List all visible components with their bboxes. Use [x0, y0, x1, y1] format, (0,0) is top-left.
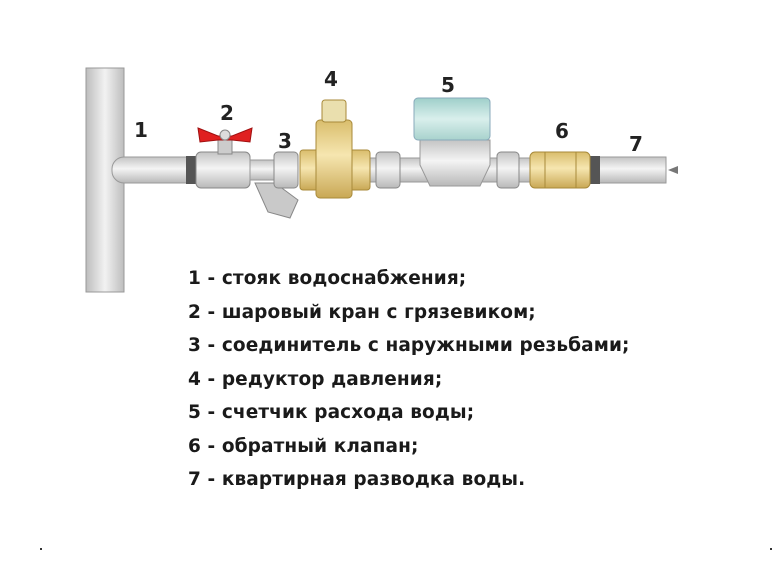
label-6: 6 [555, 119, 569, 143]
water-meter [413, 97, 491, 187]
legend-item: 5 - счетчик расхода воды; [188, 402, 475, 423]
pressure-reducer [299, 99, 371, 199]
legend-item: 6 - обратный клапан; [188, 435, 419, 457]
ball-valve [195, 127, 299, 219]
label-5: 5 [441, 73, 455, 97]
check-valve [529, 151, 591, 189]
legend: 1 - стояк водоснабжения; 2 - шаровый кра… [188, 262, 630, 497]
legend-item: 2 - шаровый кран с грязевиком; [188, 301, 536, 323]
legend-item: 4 - редуктор давления; [188, 368, 443, 390]
legend-item: 1 - стояк водоснабжения; [188, 268, 467, 289]
corner-dot [770, 548, 772, 550]
legend-item: 3 - соединитель с наружными резьбами; [188, 335, 630, 356]
label-3: 3 [278, 129, 292, 153]
connector [273, 151, 299, 189]
label-4: 4 [324, 67, 338, 91]
legend-item: 7 - квартирная разводка воды. [188, 469, 526, 490]
corner-dot [40, 548, 42, 550]
label-7: 7 [629, 132, 643, 156]
label-2: 2 [220, 101, 234, 125]
label-1: 1 [134, 118, 148, 142]
union-nuts [375, 151, 520, 189]
